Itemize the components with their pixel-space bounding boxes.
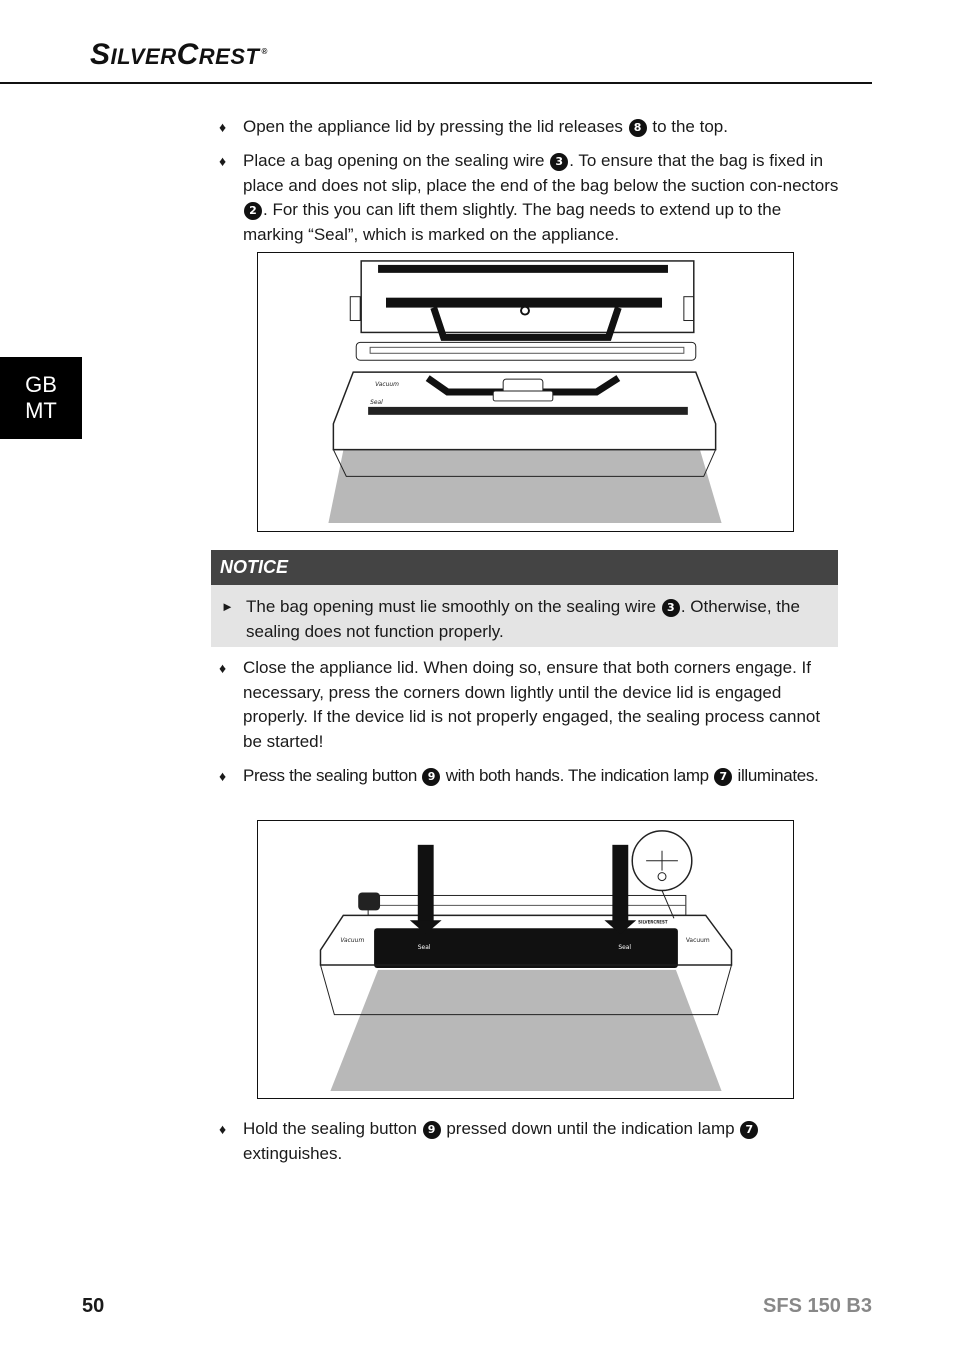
step-hold-seal: ♦ Hold the sealing button 9 pressed down… [219,1117,839,1166]
language-code-1: GB [25,372,57,397]
bullet-diamond-icon: ♦ [219,1121,227,1137]
bullet-diamond-icon: ♦ [219,153,227,169]
step-place-bag: ♦ Place a bag opening on the sealing wir… [219,151,839,244]
brand-logo: SILVERCREST® [90,38,268,71]
ref-number-badge: 7 [714,768,733,786]
vacuum-label: Vacuum [375,381,399,388]
step-open-lid: ♦ Open the appliance lid by pressing the… [219,115,839,140]
ref-number-badge: 9 [422,1121,441,1139]
press-seal-illustration: Vacuum Seal Seal Vacuum SILVERCREST [319,830,733,1092]
bullet-diamond-icon: ♦ [219,660,227,676]
notice-body: ► The bag opening must lie smoothly on t… [211,585,838,647]
ref-number-badge: 7 [740,1121,759,1139]
bullet-diamond-icon: ♦ [219,768,226,784]
step-press-seal: ♦ Press the sealing button 9 with both h… [219,764,839,789]
page-number: 50 [82,1295,105,1317]
ref-number-badge: 3 [550,153,569,171]
arrow-right-icon: ► [221,599,234,614]
vacuum-label-left: Vacuum [340,937,364,944]
open-appliance-illustration: Vacuum Seal [328,260,722,524]
language-code-2: MT [25,398,57,423]
ref-number-badge: 8 [628,119,647,137]
ref-number-badge: 9 [422,768,441,786]
seal-label-left: Seal [418,944,431,951]
vacuum-label-right: Vacuum [686,937,710,944]
step-close-lid: ♦ Close the appliance lid. When doing so… [219,658,821,751]
seal-label: Seal [370,399,383,406]
header-rule [0,82,872,84]
language-tab: GB MT [0,357,82,439]
bullet-diamond-icon: ♦ [219,119,227,135]
notice-title: NOTICE [211,550,838,585]
brand-label: SILVERCREST [638,919,668,924]
ref-number-badge: 3 [661,599,680,617]
figure-press-seal-button: Vacuum Seal Seal Vacuum SILVERCREST [257,820,794,1099]
figure-open-appliance: Vacuum Seal [257,252,794,532]
seal-label-right: Seal [618,944,631,951]
model-number: SFS 150 B3 [763,1295,872,1317]
ref-number-badge: 2 [244,202,262,221]
